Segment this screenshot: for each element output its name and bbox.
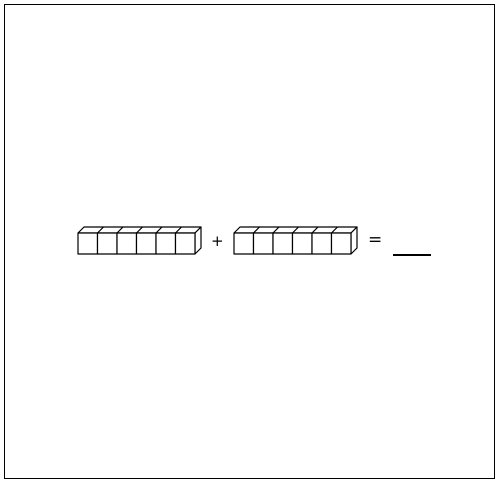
answer-blank[interactable] xyxy=(393,254,431,256)
addend-1-cube xyxy=(98,233,118,254)
addend-1-cube xyxy=(117,233,137,254)
addend-2-cube xyxy=(293,233,313,254)
addend-2-cube xyxy=(234,233,254,254)
ten-rod-addend-2 xyxy=(229,224,359,264)
ten-rod-addend-1 xyxy=(73,224,203,264)
plus-sign: + xyxy=(211,234,224,249)
addend-1-cube xyxy=(156,233,176,254)
addend-2-cube xyxy=(254,233,274,254)
addend-1-cube xyxy=(137,233,157,254)
equals-sign: = xyxy=(368,232,382,249)
addend-1-cube xyxy=(176,233,196,254)
addend-2-cube xyxy=(273,233,293,254)
addend-1-cube xyxy=(78,233,98,254)
addend-2-cube xyxy=(312,233,332,254)
addend-2-cube xyxy=(332,233,352,254)
